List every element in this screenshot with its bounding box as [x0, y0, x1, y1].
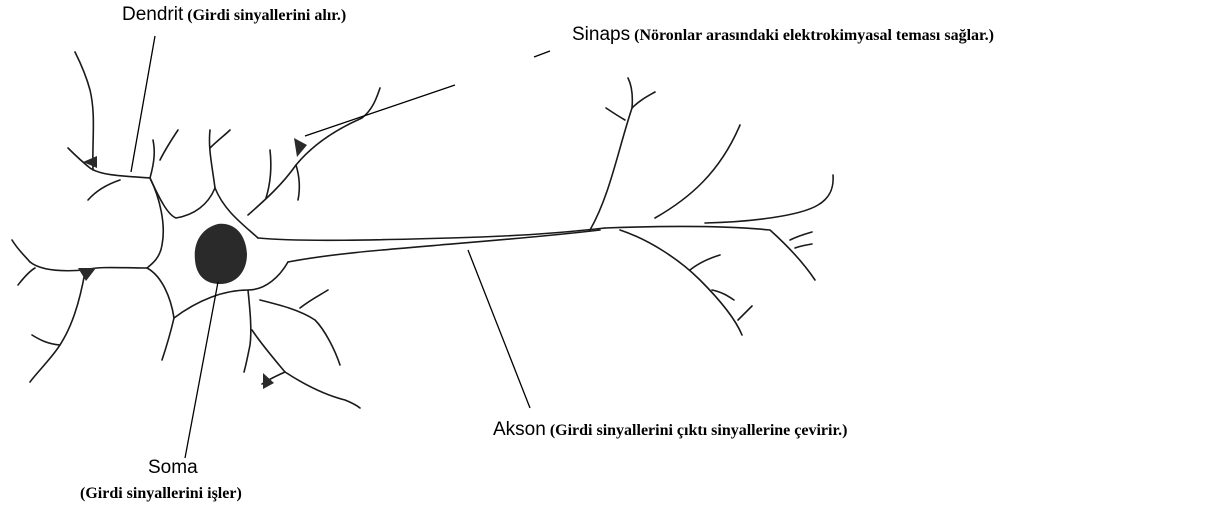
axon-terminals — [590, 78, 833, 335]
leader-lines — [131, 36, 550, 458]
soma-description: (Girdi sinyallerini işler) — [80, 485, 242, 503]
dendrites — [12, 52, 380, 408]
dendrit-term: Dendrit — [122, 4, 183, 25]
akson-term: Akson — [493, 419, 546, 440]
soma-term: Soma — [148, 457, 198, 479]
akson-label: Akson (Girdi sinyallerini çıktı sinyalle… — [493, 419, 847, 441]
sinaps-label: Sinaps (Nöronlar arasındaki elektrokimya… — [572, 24, 994, 46]
sinaps-description: (Nöronlar arasındaki elektrokimyasal tem… — [634, 27, 994, 44]
synapse-marker — [83, 156, 97, 168]
soma-leader — [185, 282, 218, 458]
dendrit-description: (Girdi sinyallerini alır.) — [187, 7, 346, 24]
sinaps-leader-stub — [534, 51, 550, 57]
synapse-marker — [263, 373, 274, 389]
sinaps-term: Sinaps — [572, 24, 630, 45]
nucleus — [195, 224, 247, 284]
akson-leader — [468, 250, 530, 408]
sinaps-leader — [305, 85, 455, 136]
synapse-marker — [78, 268, 96, 281]
dendrit-label: Dendrit (Girdi sinyallerini alır.) — [122, 4, 346, 26]
akson-description: (Girdi sinyallerini çıktı sinyallerine ç… — [550, 422, 848, 439]
dendrit-leader — [131, 36, 155, 172]
axon-shaft — [258, 228, 605, 262]
